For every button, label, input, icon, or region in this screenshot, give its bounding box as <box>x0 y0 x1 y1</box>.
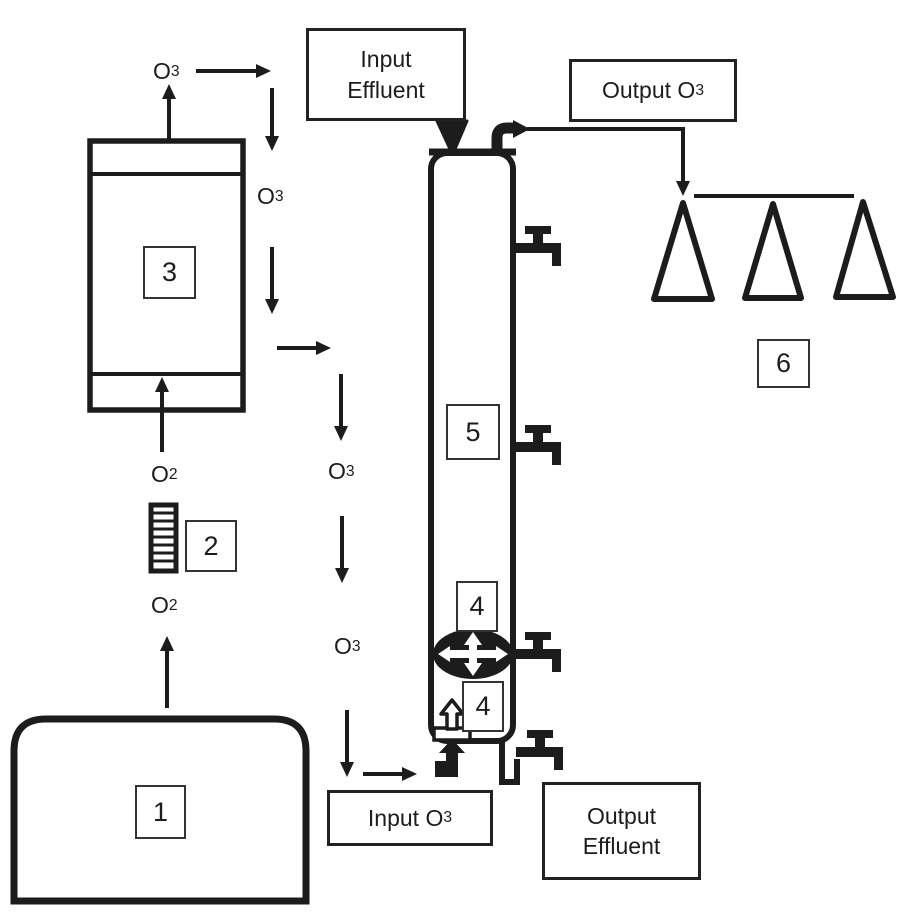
bottle-2 <box>742 201 804 301</box>
o3-base: O <box>153 58 171 84</box>
flow-meter-stripes <box>153 511 174 563</box>
o2-base: O <box>151 592 169 618</box>
column-bottom-inlet <box>432 698 472 777</box>
arrowhead-right-input-o3 <box>402 767 417 781</box>
arrowhead-up-from-oxygen-tank <box>160 636 174 651</box>
arrowhead-up-o2-into-generator <box>155 377 169 392</box>
o3-sub: 3 <box>274 187 284 205</box>
o2-sub: 2 <box>168 465 178 483</box>
o3-base: O <box>334 633 352 659</box>
arrowhead-right-o3-top <box>256 64 271 78</box>
tap-2 <box>514 425 561 465</box>
output-effluent-label-box: Output Effluent <box>542 782 701 880</box>
output-effluent-line2: Effluent <box>582 833 661 859</box>
component-plate-2: 2 <box>185 520 237 572</box>
tap-1 <box>514 226 561 266</box>
arrowhead-down-o3-1 <box>265 136 279 151</box>
component-plate-4-lower: 4 <box>462 681 504 732</box>
gas-washing-bottles <box>651 199 896 302</box>
bottle-1 <box>651 200 715 302</box>
arrowhead-right-o3-mid <box>316 341 331 355</box>
component-number-2: 2 <box>203 530 219 561</box>
arrowhead-up-generator-out <box>162 84 176 99</box>
component-plate-1: 1 <box>135 785 186 839</box>
o3-base: O <box>328 458 346 484</box>
column-outlet-elbow <box>491 122 513 153</box>
tap-4 <box>516 730 563 770</box>
column-inlet-funnel <box>435 119 469 151</box>
sampling-taps <box>514 226 563 770</box>
output-effluent-line1: Output <box>586 802 657 829</box>
o2-sub: 2 <box>168 596 178 614</box>
arrowhead-down-o3-5 <box>340 762 354 777</box>
tap-3 <box>514 632 561 672</box>
bottle-3 <box>833 199 896 300</box>
o3-base: O <box>257 183 275 209</box>
input-effluent-label-box: Input Effluent <box>306 28 466 121</box>
arrowhead-down-o3-3 <box>334 426 348 441</box>
component-number-5: 5 <box>465 416 481 447</box>
component-number-4-upper: 4 <box>469 591 485 621</box>
component-number-6: 6 <box>775 348 792 378</box>
output-o3-subscript: 3 <box>695 81 705 99</box>
line-output-o3-to-bottles <box>527 127 685 182</box>
component-plate-4-upper: 4 <box>456 581 498 632</box>
diffuser-cross-arrows <box>438 632 508 676</box>
output-o3-text: Output O <box>601 77 696 104</box>
component-number-3: 3 <box>161 257 178 287</box>
input-effluent-line2: Effluent <box>347 76 425 103</box>
input-effluent-line1: Input <box>360 46 412 73</box>
component-plate-3: 3 <box>143 246 196 299</box>
o2-base: O <box>151 461 169 487</box>
arrowhead-down-to-bottles <box>676 181 690 196</box>
component-number-4-lower: 4 <box>475 691 491 721</box>
input-o3-subscript: 3 <box>443 809 453 827</box>
effluent-outlet-pipe <box>499 742 520 785</box>
component-number-1: 1 <box>152 796 169 827</box>
inlet-arrow-below-column <box>435 739 465 777</box>
arrowhead-down-o3-2 <box>265 299 279 314</box>
input-o3-text: Input O <box>367 804 444 831</box>
component-plate-5: 5 <box>446 404 500 460</box>
o3-sub: 3 <box>170 62 180 80</box>
o3-sub: 3 <box>345 462 355 480</box>
o3-sub: 3 <box>351 637 361 655</box>
flow-arrowheads-generator <box>155 64 690 781</box>
arrowhead-right-column-outlet <box>513 120 530 138</box>
arrowhead-down-o3-4 <box>335 568 349 583</box>
component-plate-6: 6 <box>757 339 810 388</box>
